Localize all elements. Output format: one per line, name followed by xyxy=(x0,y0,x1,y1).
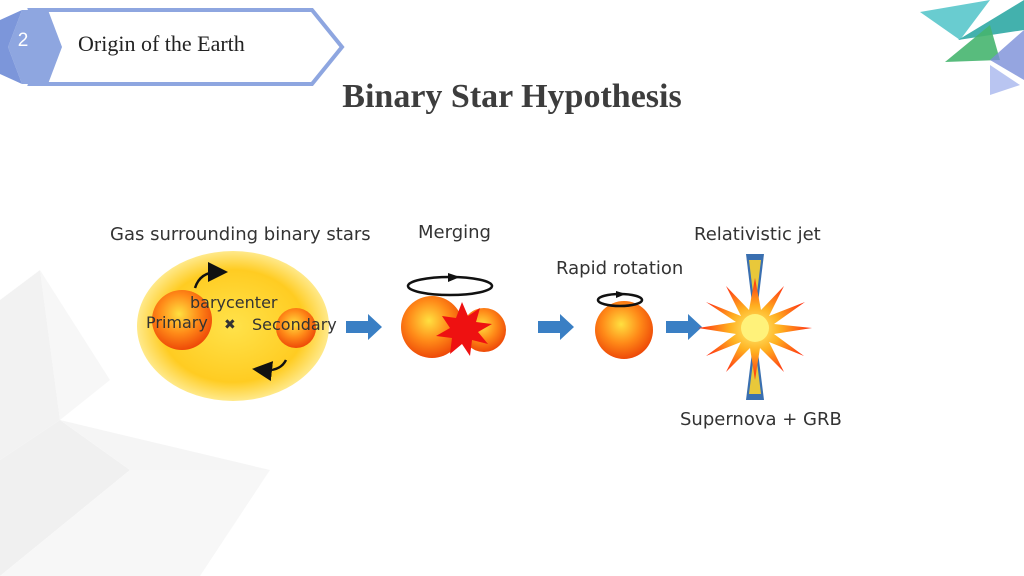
barycenter-label: barycenter xyxy=(190,293,278,312)
section-title: Origin of the Earth xyxy=(78,31,245,56)
header-banner xyxy=(0,8,345,86)
merging-stage-label: Merging xyxy=(418,222,491,243)
supernova-burst-icon xyxy=(698,278,812,380)
background-shards xyxy=(0,270,270,576)
relativistic-jet-stage-label: Relativistic jet xyxy=(694,224,821,245)
merging-stars xyxy=(401,296,506,358)
orbit-arrow-bottom-icon xyxy=(252,359,288,382)
section-number: 2 xyxy=(17,30,29,51)
arrow-right-icon xyxy=(346,314,382,340)
barycenter-mark-icon: ✖ xyxy=(224,317,236,333)
rapid-rotation-stage-label: Rapid rotation xyxy=(556,258,683,279)
primary-star xyxy=(152,290,212,350)
secondary-label: Secondary xyxy=(252,315,337,334)
rapid-rotation-arrowhead-icon xyxy=(616,291,626,298)
collision-burst-icon xyxy=(436,302,492,356)
slide-title: Binary Star Hypothesis xyxy=(342,78,682,115)
primary-label: Primary xyxy=(146,313,208,332)
secondary-star xyxy=(276,308,316,348)
rotation-arrowhead-icon xyxy=(448,273,460,282)
arrow-right-icon xyxy=(538,314,574,340)
arrow-right-icon xyxy=(666,314,702,340)
corner-logo-icon xyxy=(920,0,1024,95)
supernova-stage-label: Supernova + GRB xyxy=(680,409,842,430)
gas-stage-label: Gas surrounding binary stars xyxy=(110,224,371,245)
orbit-arrow-top-icon xyxy=(193,262,228,289)
binary-star-diagram: Gas surrounding binary stars Merging Rap… xyxy=(110,222,842,430)
gas-cloud xyxy=(137,251,329,401)
rotating-star xyxy=(595,301,653,359)
